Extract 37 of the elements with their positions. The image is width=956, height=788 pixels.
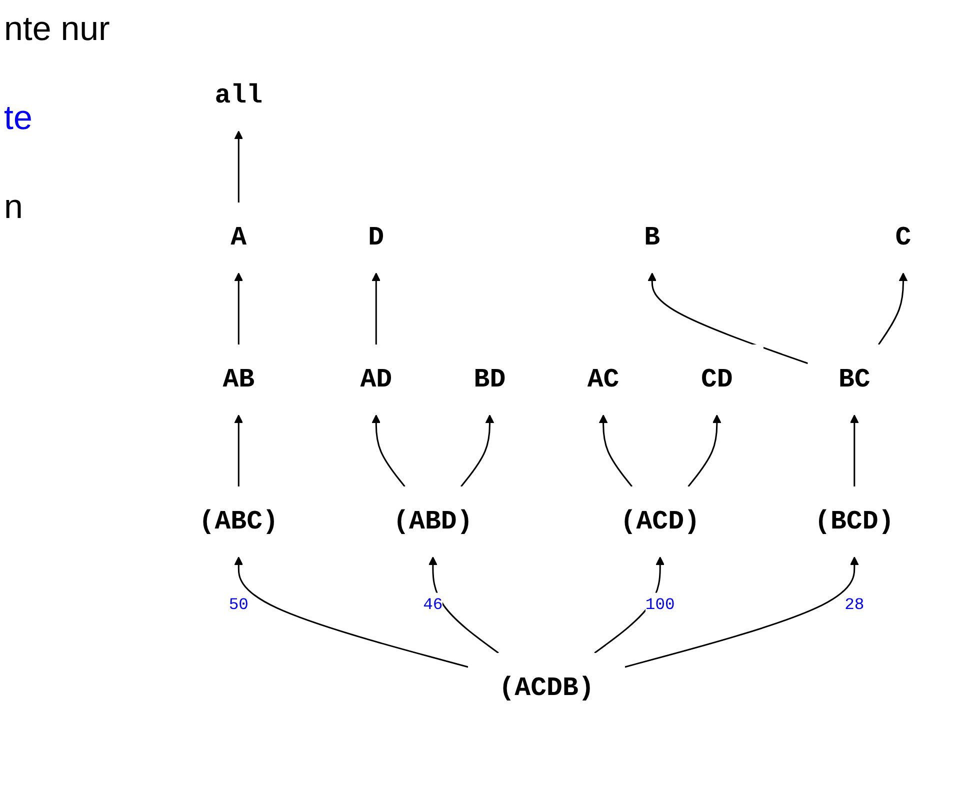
- arrow: [460, 414, 494, 487]
- node-text: (ABC): [198, 506, 278, 537]
- arrow: [234, 272, 244, 344]
- arrow: [648, 272, 808, 364]
- node-text: AD: [360, 364, 392, 395]
- edge-label: 28: [844, 596, 864, 614]
- edge-label: 46: [423, 596, 443, 614]
- node-text: B: [644, 222, 660, 253]
- node-text: (ACD): [620, 506, 700, 537]
- arrow: [234, 130, 244, 203]
- arrow: [850, 414, 859, 486]
- node-text: (ACDB): [498, 672, 594, 703]
- node-text: A: [230, 222, 247, 253]
- arrow: [598, 414, 633, 487]
- node-text: AB: [222, 364, 255, 395]
- arrow: [624, 556, 859, 668]
- arrow: [372, 414, 406, 487]
- node-text: (ABD): [393, 506, 473, 537]
- node-text: C: [895, 222, 912, 253]
- node-text: all: [214, 80, 263, 111]
- arrow: [878, 272, 908, 345]
- node-text: D: [368, 222, 384, 253]
- edge-label: 100: [645, 596, 675, 614]
- note-text: nte nur: [4, 10, 111, 49]
- node-text: BC: [838, 364, 870, 395]
- arrow: [372, 272, 381, 344]
- node-text: CD: [700, 364, 733, 395]
- note-text: n: [4, 188, 24, 227]
- node-text: AC: [587, 364, 620, 395]
- note-text: te: [4, 99, 34, 138]
- node-text: (BCD): [814, 506, 894, 537]
- edge-label: 50: [228, 596, 248, 614]
- arrow: [234, 414, 244, 486]
- arrow: [234, 556, 468, 668]
- node-text: BD: [474, 364, 506, 395]
- arrow: [428, 556, 499, 654]
- arrow: [688, 414, 722, 487]
